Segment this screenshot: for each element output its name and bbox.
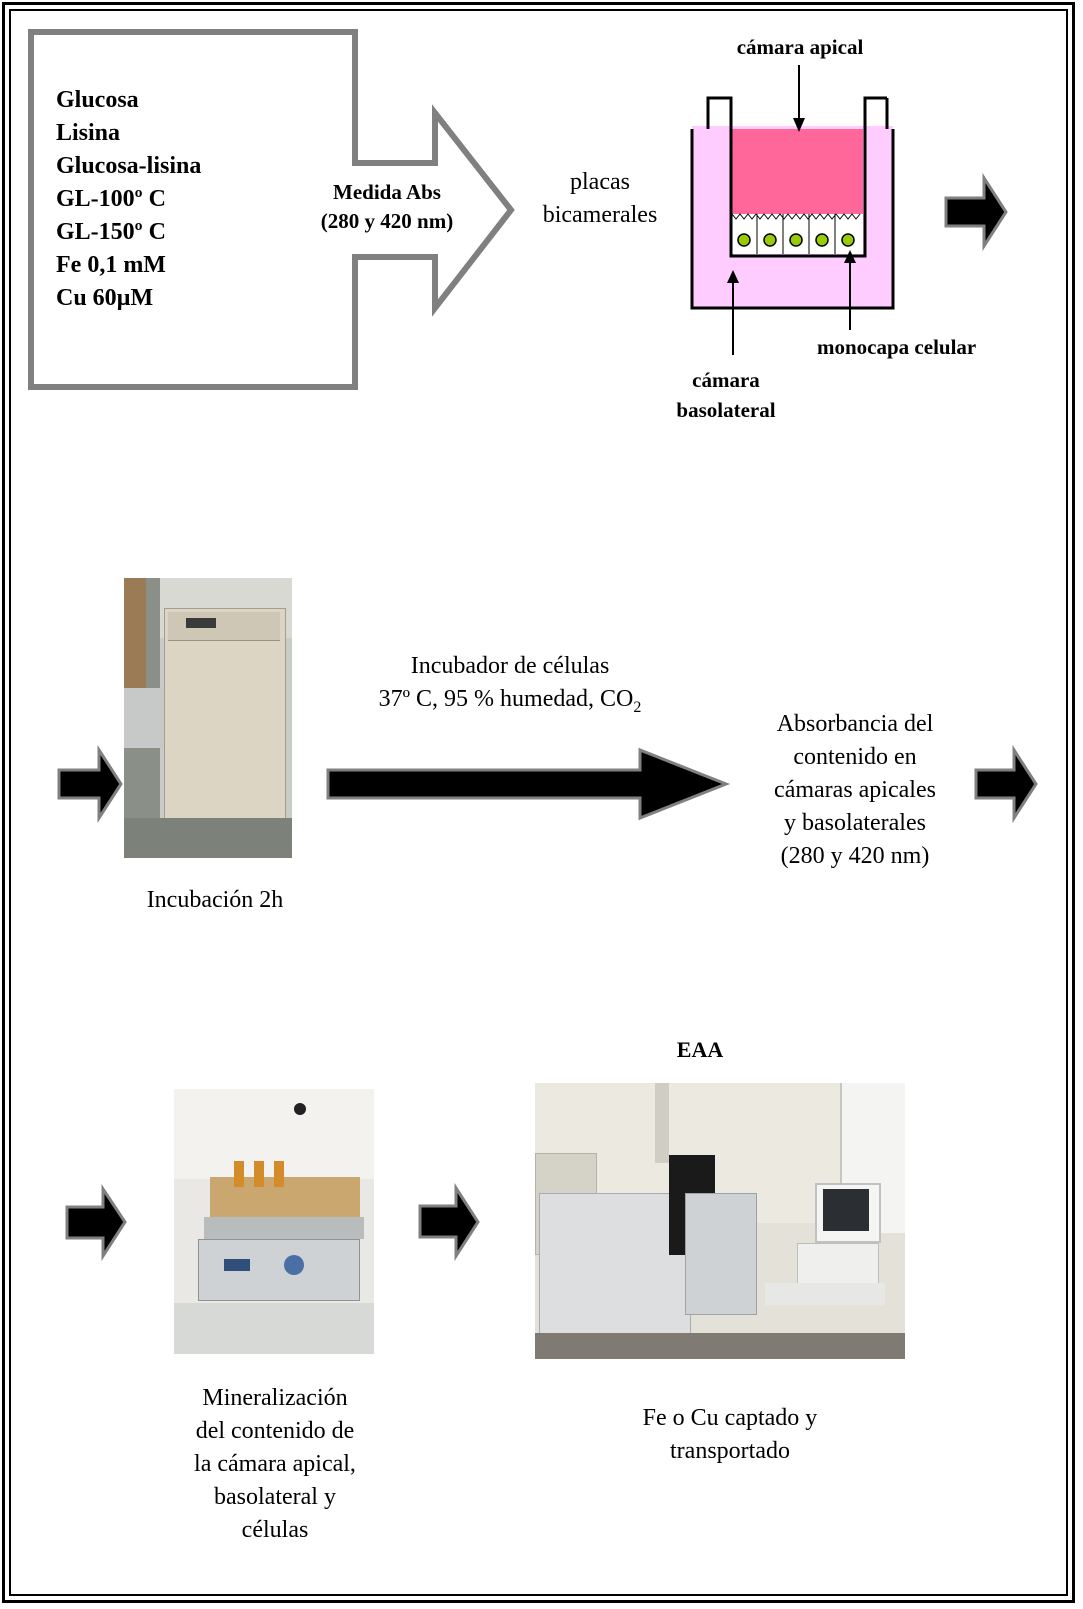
basolateral-label-line1: cámara	[692, 368, 760, 392]
incubator-conditions: 37º C, 95 % humedad, CO2	[300, 683, 720, 724]
apical-chamber-label: cámara apical	[736, 35, 864, 59]
arrow-right-top	[944, 172, 1008, 252]
measure-abs-line2: (280 y 420 nm)	[320, 209, 454, 233]
mineralization-line: basolateral y	[214, 1484, 336, 1510]
arrow-right-right-row2	[974, 744, 1038, 824]
mineralization-line: células	[241, 1517, 309, 1543]
sample-item: Glucosa	[56, 87, 139, 113]
monolayer-label: monocapa celular	[817, 335, 977, 359]
mineralization-line: del contenido de	[195, 1418, 355, 1444]
absorbance-line: (280 y 420 nm)	[780, 843, 930, 869]
measure-abs-arrow	[28, 29, 515, 390]
incubator-photo	[124, 578, 292, 858]
basolateral-chamber-label: cámara basolateral	[641, 365, 811, 425]
absorbance-description: Absorbancia del contenido en cámaras api…	[740, 708, 970, 873]
bicameral-plate-diagram	[690, 65, 895, 355]
eaa-caption-line: Fe o Cu captado y	[642, 1405, 818, 1431]
eaa-spectrometer-photo	[535, 1083, 905, 1359]
sample-item: GL-150º C	[56, 219, 166, 245]
incubator-conditions-text: 37º C, 95 % humedad, CO	[378, 686, 634, 712]
measure-abs-label: Medida Abs (280 y 420 nm)	[296, 178, 478, 236]
incubation-long-arrow	[326, 747, 731, 821]
absorbance-line: contenido en	[793, 744, 917, 770]
cell-nucleus	[737, 233, 751, 247]
samples-list: Glucosa Lisina Glucosa-lisina GL-100º C …	[56, 84, 201, 315]
absorbance-line: cámaras apicales	[774, 777, 936, 803]
absorbance-line: Absorbancia del	[776, 711, 934, 737]
eaa-title: EAA	[676, 1037, 724, 1062]
mineralization-line: Mineralización	[202, 1385, 348, 1411]
co2-subscript: 2	[633, 698, 642, 716]
inner-frame	[9, 9, 1068, 1596]
cell-nucleus	[763, 233, 777, 247]
cell-nucleus	[815, 233, 829, 247]
measure-abs-line1: Medida Abs	[333, 180, 441, 204]
sample-item: Fe 0,1 mM	[56, 252, 166, 278]
incubator-title: Incubador de células	[410, 653, 610, 679]
mineralization-description: Mineralización del contenido de la cámar…	[150, 1382, 400, 1547]
plates-label-line2: bicamerales	[542, 202, 658, 228]
arrow-right-middle-row3	[418, 1182, 480, 1262]
cell-nucleus	[789, 233, 803, 247]
arrow-right-left-row2	[57, 744, 123, 824]
cell-nucleus	[841, 233, 855, 247]
arrow-right-left-row3	[65, 1184, 127, 1262]
plates-label: placas bicamerales	[525, 166, 675, 232]
incubation-caption: Incubación 2h	[146, 887, 284, 913]
eaa-caption-line: transportado	[670, 1438, 790, 1464]
mineralization-line: la cámara apical,	[194, 1451, 356, 1477]
sample-item: Lisina	[56, 120, 121, 146]
basolateral-label-line2: basolateral	[676, 398, 776, 422]
eaa-caption: Fe o Cu captado y transportado	[590, 1402, 870, 1468]
sample-item: Glucosa-lisina	[56, 153, 202, 179]
apical-chamber	[732, 129, 863, 214]
absorbance-line: y basolaterales	[784, 810, 926, 836]
plates-label-line1: placas	[570, 169, 630, 195]
sample-item: Cu 60µM	[56, 285, 154, 311]
incubator-description: Incubador de células 37º C, 95 % humedad…	[300, 650, 720, 724]
mineralization-photo	[174, 1089, 374, 1354]
sample-item: GL-100º C	[56, 186, 166, 212]
